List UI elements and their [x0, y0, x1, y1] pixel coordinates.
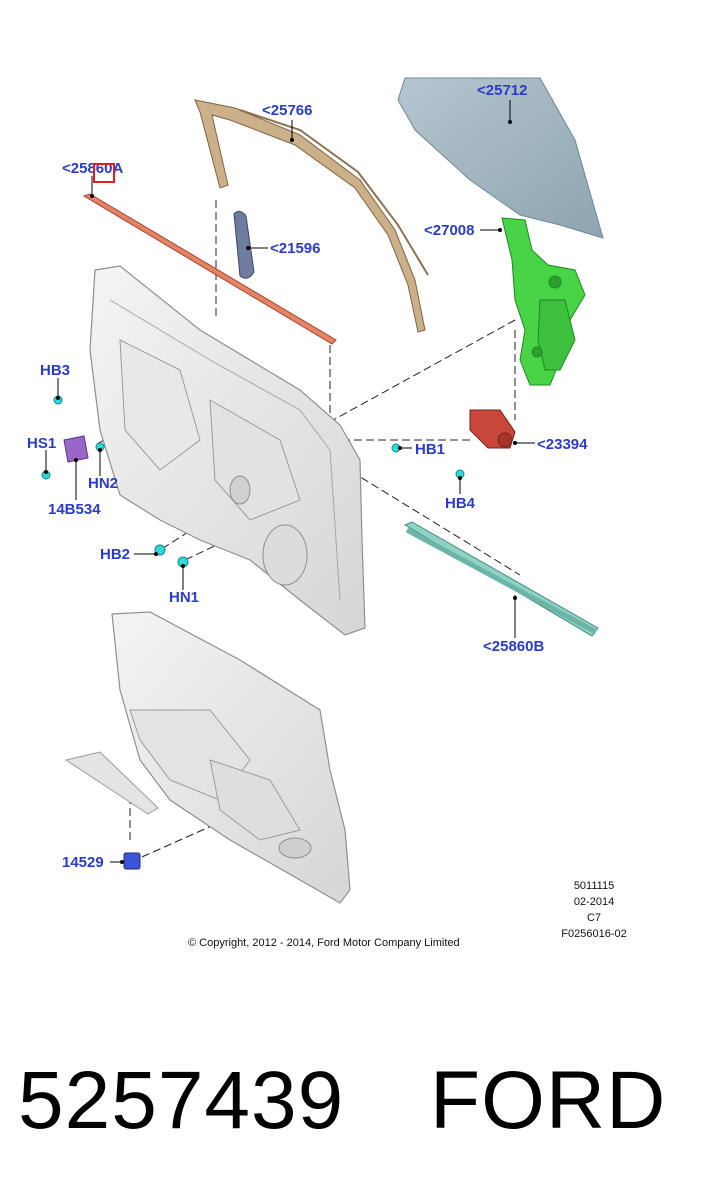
- callout-hn2: HN2: [88, 475, 119, 492]
- callout-hb2: HB2: [100, 546, 131, 563]
- callout-hb4: HB4: [445, 495, 476, 512]
- callout-hs1: HS1: [27, 435, 57, 452]
- part-number: 5257439: [18, 1055, 345, 1146]
- callout-27008: <27008: [424, 222, 475, 239]
- highlight-box: [93, 163, 115, 183]
- window-frame-moulding: [194, 99, 426, 333]
- drawing-code: 5011115: [573, 880, 615, 892]
- callout-21596: <21596: [270, 240, 321, 257]
- window-motor: [469, 409, 516, 449]
- callout-hb3: HB3: [40, 362, 71, 379]
- callout-hb1: HB1: [415, 441, 446, 458]
- callout-14b534: 14B534: [48, 501, 101, 518]
- callout-14529: 14529: [62, 854, 104, 871]
- drawing-revision: C7: [586, 912, 602, 924]
- callout-leaders: [45, 100, 535, 863]
- switch-bezel: [64, 751, 159, 815]
- bracket: [63, 435, 89, 463]
- callout-25712: <25712: [477, 82, 528, 99]
- figure-number: F0256016-02: [561, 928, 627, 940]
- pillar-trim: [233, 210, 255, 279]
- window-glass: [397, 77, 604, 239]
- window-switch: [123, 852, 141, 870]
- callout-23394: <23394: [537, 436, 588, 453]
- upper-weatherstrip: [82, 193, 337, 345]
- drawing-date: 02-2014: [573, 896, 615, 908]
- callout-hn1: HN1: [169, 589, 200, 606]
- callout-25860b: <25860B: [483, 638, 545, 655]
- callout-25766: <25766: [262, 102, 313, 119]
- copyright-notice: © Copyright, 2012 - 2014, Ford Motor Com…: [188, 937, 460, 949]
- window-regulator: [501, 217, 586, 386]
- door-exploded-diagram: [41, 77, 604, 904]
- brand-name: FORD: [430, 1055, 667, 1146]
